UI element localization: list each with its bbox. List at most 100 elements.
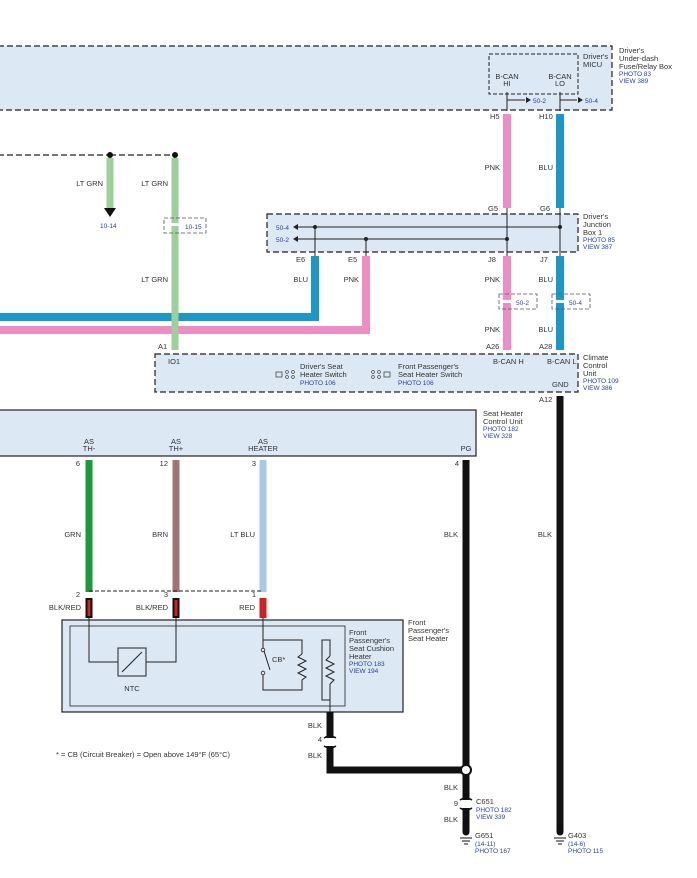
wire-label-grn: GRN <box>64 530 81 539</box>
junction-box <box>266 213 579 253</box>
pass-switch-2: Seat Heater Switch <box>398 370 462 379</box>
wire-label-blu-3: BLU <box>538 325 553 334</box>
wire-label-blkred-1: BLK/RED <box>49 603 82 612</box>
pin-a12: A12 <box>539 395 552 404</box>
shcu-photo: PHOTO 182 <box>483 426 519 433</box>
pin-as-thm-2: TH- <box>83 444 96 453</box>
pin-as-heater-2: HEATER <box>248 444 278 453</box>
shcu-view: VIEW 328 <box>483 433 513 440</box>
ref-10-14: 10-14 <box>100 223 117 230</box>
sh-title-3: Seat Heater <box>408 634 449 643</box>
pin-4-c651: 4 <box>318 735 322 744</box>
pin-e5: E5 <box>348 255 357 264</box>
sh-title-2: Passenger's <box>408 626 449 635</box>
pin-6: 6 <box>76 459 80 468</box>
jb-title-2: Junction <box>583 220 611 229</box>
wire-label-blu-e6: BLU <box>293 275 308 284</box>
ccu-title-1: Climate <box>583 353 608 362</box>
bcan-hi-label-1: B-CAN <box>495 72 518 81</box>
pin-as-thm-1: AS <box>84 437 94 446</box>
wire-label-ltgrn-2: LT GRN <box>141 179 168 188</box>
g651-label: G651 <box>475 831 493 840</box>
ref-50-4: 50-4 <box>569 300 582 307</box>
jb-ref-top: 50-4 <box>276 225 289 232</box>
heater-element-icon <box>296 653 308 686</box>
fuse-box-title-1: Driver's <box>619 46 644 55</box>
wire-label-blu-1: BLU <box>538 163 553 172</box>
seat-heater <box>61 619 404 713</box>
fuse-ref-lo: 50-4 <box>585 98 598 105</box>
micu-title-1: Driver's <box>583 52 608 61</box>
cushion-title-4: Heater <box>349 652 372 661</box>
jb-view: VIEW 387 <box>583 244 613 251</box>
ground-g651-icon <box>460 828 472 845</box>
wire-label-blu-2: BLU <box>538 275 553 284</box>
wire-label-blk-4: BLK <box>444 815 458 824</box>
gnd-label: GND <box>552 380 569 389</box>
shcu-title-1: Seat Heater <box>483 409 524 418</box>
drv-switch-2: Heater Switch <box>300 370 347 379</box>
jb-ref-bot: 50-2 <box>276 237 289 244</box>
micu-title-2: MICU <box>583 60 602 69</box>
wire-label-blkred-2: BLK/RED <box>136 603 169 612</box>
wire-label-pnk-3: PNK <box>485 325 500 334</box>
wire-label-pnk-1: PNK <box>485 163 500 172</box>
bcan-lo-label-1: B-CAN <box>548 72 571 81</box>
wire-label-ltblu: LT BLU <box>230 530 255 539</box>
fuse-box-title-3: Fuse/Relay Box <box>619 62 672 71</box>
fuse-ref-hi: 50-2 <box>533 98 546 105</box>
cushion-title-3: Seat Cushion <box>349 644 394 653</box>
ntc-label: NTC <box>124 684 140 693</box>
pin-3-top: 3 <box>252 459 256 468</box>
footnote: * = CB (Circuit Breaker) = Open above 14… <box>56 750 230 759</box>
seat-heater-control-unit <box>0 409 477 457</box>
pin-h5: H5 <box>490 112 500 121</box>
wire-label-brn: BRN <box>152 530 168 539</box>
splice-point <box>460 764 472 776</box>
micu-box <box>488 53 579 95</box>
jb-title-1: Driver's <box>583 212 608 221</box>
pin-9: 9 <box>454 799 458 808</box>
ntc-thermistor-icon <box>117 647 147 677</box>
wire-label-red: RED <box>239 603 255 612</box>
g651-ref: (14-11) <box>475 841 495 848</box>
shcu-title-2: Control Unit <box>483 417 524 426</box>
bcan-lo-label-2: LO <box>555 79 565 88</box>
fuse-box-view: VIEW 389 <box>619 78 649 85</box>
ccu-view: VIEW 386 <box>583 385 613 392</box>
wire-blu-left <box>0 256 319 321</box>
pin-a28: A28 <box>539 342 552 351</box>
pin-a26: A26 <box>486 342 499 351</box>
ccu-title-2: Control <box>583 361 608 370</box>
wire-label-blk-2: BLK <box>308 751 322 760</box>
sh-pin-3: 3 <box>164 590 168 599</box>
wire-label-blk-gnd: BLK <box>538 530 552 539</box>
bcan-hi-label-2: HI <box>503 79 511 88</box>
cushion-view: VIEW 194 <box>349 668 379 675</box>
cushion-photo: PHOTO 183 <box>349 661 385 668</box>
sh-title-1: Front <box>408 618 426 627</box>
driver-switch-icon <box>275 370 295 379</box>
pin-h10: H10 <box>539 112 553 121</box>
c651-label: C651 <box>476 797 494 806</box>
pin-g5: G5 <box>488 204 498 213</box>
pin-a1: A1 <box>158 342 167 351</box>
wire-pnk-left <box>0 256 370 334</box>
pass-switch-1: Front Passenger's <box>398 362 459 371</box>
pin-pg: PG <box>461 444 472 453</box>
wire-blk-heater <box>326 712 466 774</box>
wire-label-blk-pg: BLK <box>444 530 458 539</box>
drv-switch-photo: PHOTO 106 <box>300 380 336 387</box>
drv-switch-1: Driver's Seat <box>300 362 344 371</box>
ccu-photo: PHOTO 109 <box>583 378 619 385</box>
g403-ref: (14-6) <box>568 841 585 848</box>
jb-photo: PHOTO 85 <box>583 237 615 244</box>
g403-label: G403 <box>568 831 586 840</box>
c651-view: VIEW 339 <box>476 814 506 821</box>
wire-label-blk-3: BLK <box>444 783 458 792</box>
pin-j7: J7 <box>540 255 548 264</box>
fuse-box <box>0 45 613 111</box>
cb-label: CB* <box>272 655 285 664</box>
pass-switch-photo: PHOTO 106 <box>398 380 434 387</box>
